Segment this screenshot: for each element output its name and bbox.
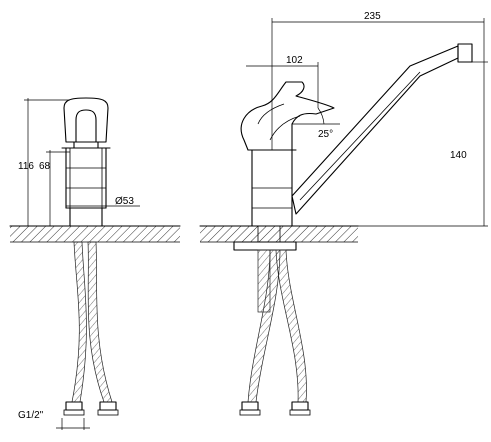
dim-102: 102: [246, 55, 319, 108]
dim-235-label: 235: [364, 11, 381, 22]
dim-thread-label: G1/2": [18, 410, 44, 421]
dim-116-label: 116: [18, 161, 34, 172]
dim-116-front: 116: [18, 98, 70, 227]
countertop-front: [9, 225, 181, 243]
dim-140-label: 140: [450, 150, 467, 161]
hoses-side: [239, 249, 311, 416]
dim-68-front: 68: [39, 150, 70, 226]
dim-diameter-label: Ø53: [115, 196, 134, 207]
dim-thread: G1/2": [18, 410, 90, 430]
dim-angle: 25°: [292, 107, 340, 140]
dim-angle-label: 25°: [318, 129, 333, 140]
dim-102-label: 102: [286, 55, 303, 66]
front-view: 116 68 Ø53 G1/2": [9, 97, 181, 430]
dim-140: 140: [358, 46, 488, 227]
countertop-side: [199, 225, 359, 251]
faucet-body-side: [240, 43, 473, 227]
side-view: 235 102 25° 140: [199, 11, 488, 416]
faucet-body-front: [61, 97, 111, 227]
dim-diameter-53: Ø53: [66, 196, 140, 207]
dim-235: 235: [271, 11, 485, 150]
dim-68-label: 68: [39, 161, 51, 172]
hoses-front: [63, 241, 119, 416]
